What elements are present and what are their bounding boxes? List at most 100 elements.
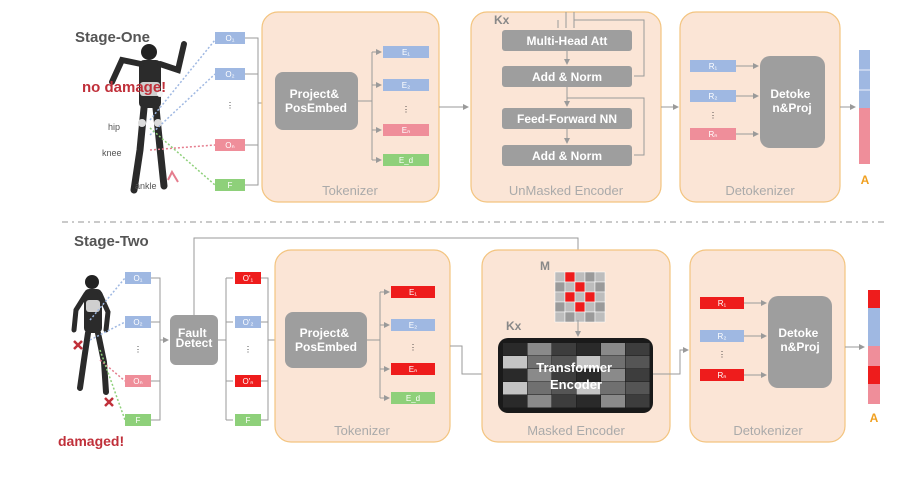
stage-one-title: Stage-One	[75, 29, 150, 46]
joint-links-stage-one	[149, 39, 216, 186]
damaged-annotation: damaged!	[58, 433, 124, 449]
token2-rn	[700, 369, 744, 381]
mask-cell	[574, 271, 586, 283]
encoder-pattern-cell	[576, 369, 601, 382]
robot-figure-stage-two	[71, 275, 111, 395]
mask-cell	[554, 271, 566, 283]
obs2-o1	[125, 272, 151, 284]
token-rn	[690, 128, 736, 140]
encoder-pattern-cell	[576, 343, 601, 356]
mask-cell	[574, 301, 586, 313]
encoder-pattern-cell	[601, 382, 625, 395]
encoder-pattern-cell	[527, 356, 552, 369]
mask-cell	[554, 311, 566, 323]
detoken-proj-block-stage-two	[768, 296, 832, 388]
obs2-bracket	[151, 277, 161, 421]
mask-cell	[584, 301, 596, 313]
encoder-pattern-cell	[552, 382, 576, 395]
arrow-tokenizer-to-masked-encoder	[450, 345, 497, 377]
token2-ed	[391, 392, 435, 404]
damage-x-icon	[73, 340, 114, 407]
obs-o1-label: O₁	[226, 34, 235, 43]
mask-cell	[564, 281, 576, 293]
obs-f-label: F	[228, 181, 233, 190]
add-norm-label-2: Add & Norm	[532, 149, 602, 163]
mask-cell	[574, 281, 586, 293]
residual-connections	[567, 19, 645, 156]
encoder-pattern-cell	[601, 343, 625, 356]
mask-cell	[554, 301, 566, 313]
output-label-stage-two: A	[870, 411, 879, 425]
token-ed-label: E_d	[399, 156, 413, 165]
mask-cell	[594, 291, 606, 303]
token-e2-label: E₂	[402, 81, 410, 90]
project-posembed-block	[275, 72, 358, 130]
observations-stage-two: O₁ O₂ ⋮ Oₙ F	[125, 272, 151, 426]
add-norm-block-2	[502, 145, 632, 166]
token2-e2-label: E₂	[409, 321, 417, 330]
masked-encoder-label: Masked Encoder	[527, 423, 625, 438]
token-en-label: Eₙ	[402, 126, 411, 135]
masked-obs-f-label: F	[246, 416, 251, 425]
mask-cell	[594, 271, 606, 283]
encoder-pattern-cell	[552, 369, 576, 382]
token2-r1-label: R₁	[718, 299, 727, 308]
masked-obs-o1-label: O'₁	[243, 274, 254, 283]
token-e1	[383, 46, 429, 58]
detoken-tokens-stage-one: R₁ R₂ ⋮ Rₙ	[690, 60, 759, 140]
mask-cell	[584, 281, 596, 293]
token2-r-dots: ⋮	[718, 350, 726, 359]
tokenizer-label-stage-one: Tokenizer	[322, 183, 378, 198]
unmasked-encoder-label: UnMasked Encoder	[509, 183, 624, 198]
encoder-pattern-cell	[576, 395, 601, 408]
output-bar-stage-one	[859, 50, 870, 164]
encoder-pattern-cell	[625, 343, 650, 356]
encoder-pattern-cell	[552, 356, 576, 369]
encoder-pattern-cell	[601, 356, 625, 369]
tokens-stage-one: E₁ E₂ ⋮ Eₙ E_d	[372, 46, 429, 166]
masked-obs-o1	[235, 272, 261, 284]
mask-cell	[564, 271, 576, 283]
token-r2	[690, 90, 736, 102]
mask-cell	[594, 311, 606, 323]
joint-label-ankle: ankle	[135, 181, 157, 191]
token2-dots: ⋮	[409, 343, 417, 352]
token-en	[383, 124, 429, 136]
tokens-stage-two: E₁ E₂ ⋮ Eₙ E_d	[380, 286, 435, 404]
encoder-pattern-cell	[552, 343, 576, 356]
kx-label-stage-two: Kx	[506, 319, 522, 333]
joint-label-hip: hip	[108, 122, 120, 132]
obs2-on	[125, 375, 151, 387]
encoder-pattern-cell	[576, 382, 601, 395]
masked-obs-o2	[235, 316, 261, 328]
obs2-f-label: F	[136, 416, 141, 425]
encoder-pattern-cell	[527, 382, 552, 395]
encoder-pattern-cell	[625, 369, 650, 382]
mask-cell	[574, 311, 586, 323]
output-bar-stage-two	[868, 290, 880, 404]
fault-detect-block	[170, 315, 218, 365]
output-label-stage-one: A	[861, 173, 870, 187]
no-damage-annotation: no damage!	[82, 79, 166, 96]
mask-cell	[584, 271, 596, 283]
arrow-encoder-to-detokenizer-stage-two	[653, 347, 689, 375]
obs-f	[215, 179, 245, 191]
token-r2-label: R₂	[709, 92, 718, 101]
masked-observations: O'₁ O'₂ ⋮ O'ₙ F	[235, 272, 261, 426]
masked-obs-f	[235, 414, 261, 426]
encoder-pattern-cell	[625, 356, 650, 369]
mask-cell	[564, 291, 576, 303]
obs-o1	[215, 32, 245, 44]
masked-obs-dots: ⋮	[244, 345, 252, 354]
encoder-pattern-cell	[527, 395, 552, 408]
obs-o2	[215, 68, 245, 80]
token2-e1	[391, 286, 435, 298]
project-posembed-label-stage-two: Project& PosEmbed	[295, 326, 357, 354]
mask-matrix	[554, 271, 606, 323]
mask-cell	[584, 311, 596, 323]
token-e2	[383, 79, 429, 91]
token2-rn-label: Rₙ	[718, 371, 727, 380]
detokenizer-label-stage-two: Detokenizer	[733, 423, 803, 438]
detoken-proj-block-stage-one	[760, 56, 825, 148]
detoken-tokens-stage-two: R₁ R₂ ⋮ Rₙ	[700, 297, 767, 381]
